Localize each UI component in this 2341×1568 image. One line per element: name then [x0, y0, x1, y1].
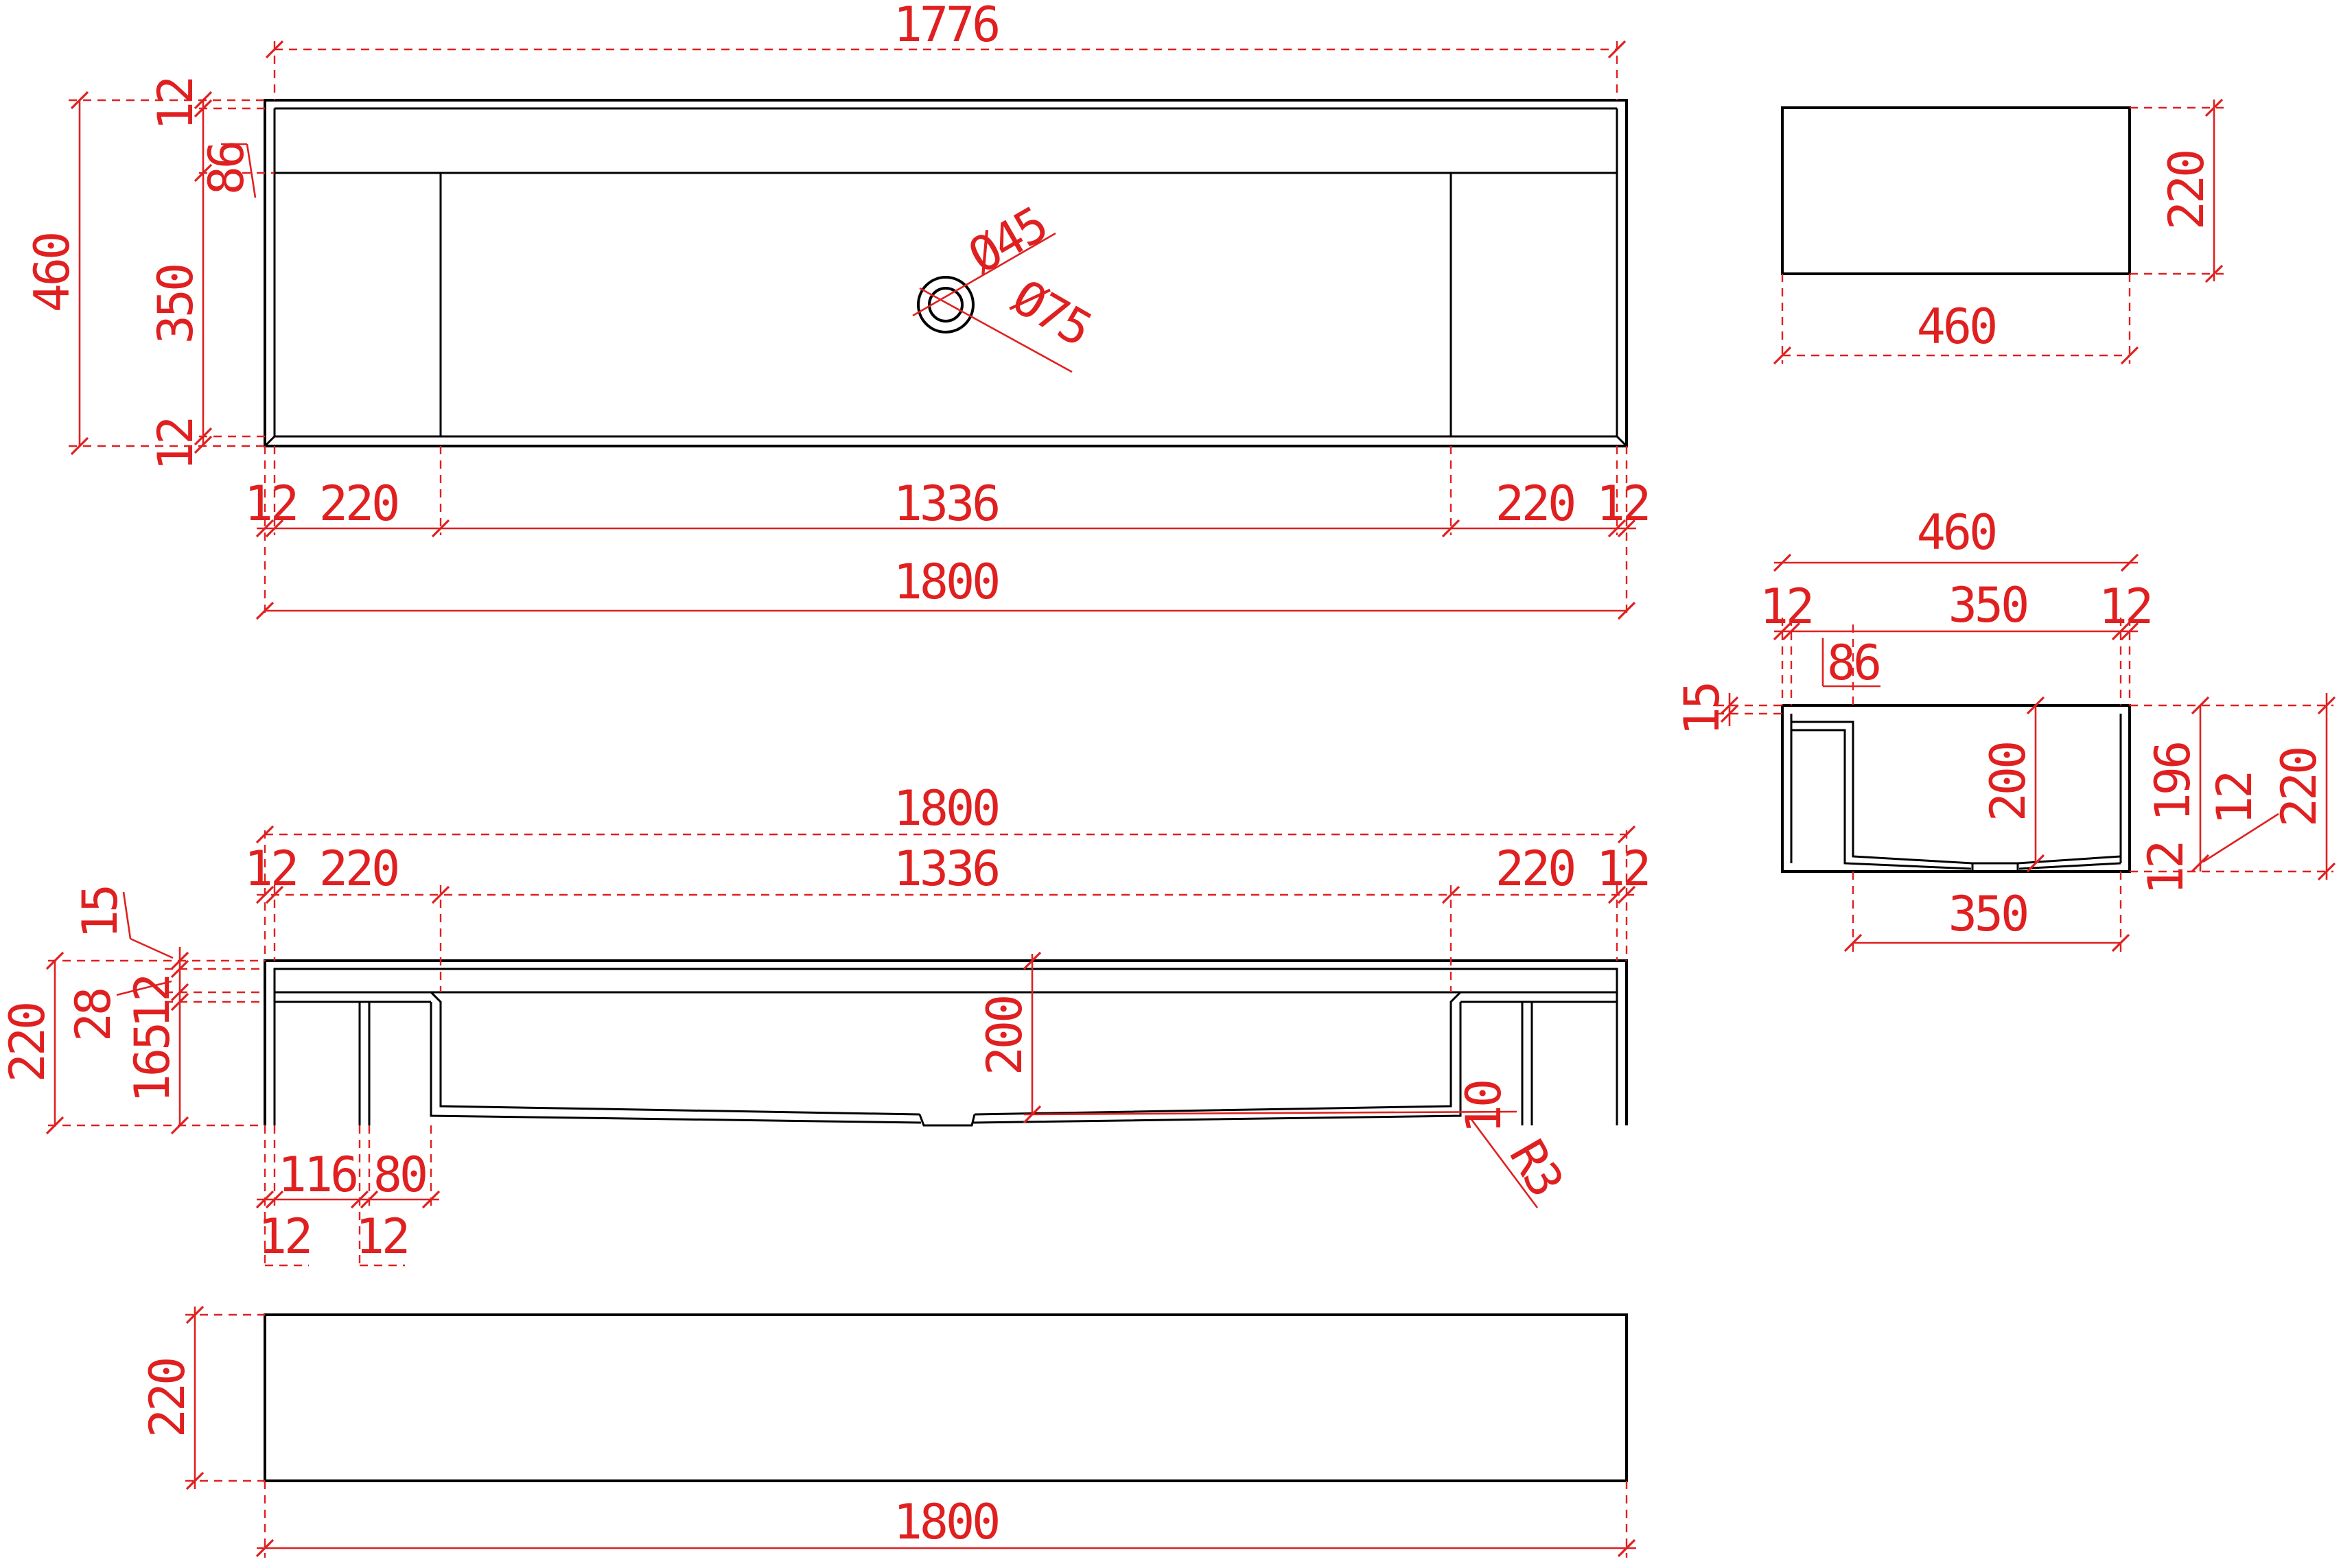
dim-front-12-b: 12: [356, 1208, 408, 1265]
dim-end-196: 196: [2145, 743, 2201, 821]
drain-hole-outer: [917, 276, 975, 334]
dim-back-220: 220: [139, 1359, 196, 1438]
top-view-dimensions: 1776 460 12 86 350 12 Ø45 Ø75: [24, 0, 1651, 620]
dim-front-12-l: 12: [244, 841, 296, 897]
dim-front-220-r: 220: [1495, 841, 1574, 897]
side-view-small: 220 460: [1773, 98, 2224, 365]
dim-end-460: 460: [1917, 504, 1995, 561]
dim-220-side: 220: [2158, 152, 2215, 230]
dim-front-10: 10: [1456, 1081, 1512, 1134]
dim-front-220-h: 220: [0, 1004, 56, 1082]
dim-end-350: 350: [1948, 577, 2027, 633]
dim-front-1800: 1800: [894, 780, 999, 836]
dim-hole-75: Ø75: [1003, 269, 1099, 357]
dim-end-12-r: 12: [2099, 578, 2151, 635]
dim-220-right: 220: [1495, 476, 1574, 532]
drain-hole-inner: [928, 287, 964, 323]
dim-1336: 1336: [894, 476, 999, 532]
dim-back-1800: 1800: [894, 1494, 999, 1550]
top-view: [264, 99, 1628, 447]
dim-end-12-in: 12: [2206, 773, 2263, 825]
dim-end-350-bottom: 350: [1948, 886, 2027, 942]
dim-end-12-bot: 12: [2138, 843, 2194, 895]
dim-end-200: 200: [1980, 743, 2036, 821]
dim-front-15: 15: [72, 887, 128, 939]
dim-220-left: 220: [319, 476, 397, 532]
back-elevation-view: 220 1800: [139, 1305, 1636, 1558]
dim-front-12-mid: 12: [124, 976, 180, 1028]
dim-460-left: 460: [24, 234, 80, 312]
dim-86-shelf: 86: [198, 143, 255, 195]
dim-1776: 1776: [894, 0, 999, 53]
front-section-dimensions: 1800 12 220 1336 220 12 15 28 12: [0, 780, 1651, 1269]
end-section-view: [1781, 704, 2131, 873]
dim-460-side: 460: [1917, 299, 1995, 355]
dim-1800-top: 1800: [894, 554, 999, 610]
front-section-view: [264, 959, 1628, 1127]
dim-front-80: 80: [373, 1147, 426, 1203]
dim-end-86: 86: [1827, 635, 1879, 691]
dim-front-220-l: 220: [319, 841, 397, 897]
dim-end-15: 15: [1674, 683, 1730, 736]
dim-front-12-a: 12: [258, 1208, 310, 1265]
dim-end-12-l: 12: [1760, 578, 1812, 635]
dim-front-116: 116: [278, 1147, 356, 1203]
dim-front-28: 28: [65, 990, 121, 1042]
dim-front-200: 200: [977, 997, 1033, 1075]
dim-end-220: 220: [2271, 749, 2327, 827]
dim-front-1336: 1336: [894, 841, 999, 897]
dim-350-basin: 350: [148, 266, 204, 344]
dim-front-r3: R3: [1498, 1131, 1573, 1204]
dim-12-top-rim: 12: [148, 78, 204, 130]
dim-12-left: 12: [244, 476, 296, 532]
dim-12-right: 12: [1596, 476, 1649, 532]
dim-front-12-r: 12: [1596, 841, 1649, 897]
dim-front-165: 165: [124, 1025, 180, 1103]
end-section-dimensions: 460 12 350 12 86 15 200: [1674, 504, 2336, 954]
dim-12-bottom-rim: 12: [148, 419, 204, 471]
dim-hole-45: Ø45: [959, 196, 1056, 284]
